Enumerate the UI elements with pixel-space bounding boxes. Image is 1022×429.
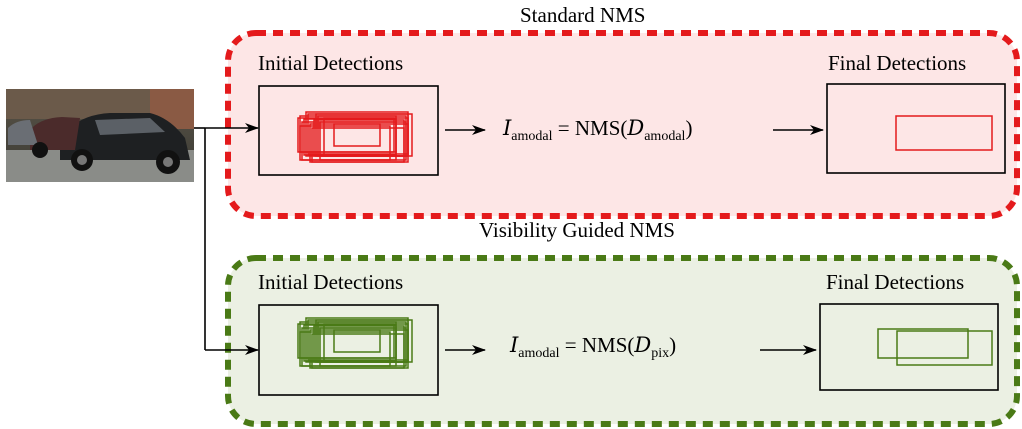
visibility-initial-boxes (297, 317, 413, 369)
formula-lhs: I (510, 333, 519, 357)
detection-box (311, 127, 405, 163)
formula-arg: D (627, 116, 645, 140)
formula-fn: NMS( (581, 333, 635, 357)
formula-eq: = (557, 116, 570, 140)
formula-arg-sub: pix (651, 346, 670, 361)
standard-nms-title: Standard NMS (520, 3, 646, 27)
visibility-final-box-b (896, 330, 993, 366)
standard-final-box (895, 115, 993, 151)
standard-initial-detections-box (258, 85, 439, 176)
formula-lhs-sub: amodal (518, 346, 560, 361)
input-connectors (194, 123, 259, 355)
standard-nms-panel (225, 30, 1020, 219)
visibility-formula: Iamodal = NMS(Dpix) (510, 333, 676, 362)
standard-final-detections-box (826, 83, 1006, 174)
standard-initial-label: Initial Detections (258, 51, 404, 75)
formula-fn: NMS( (574, 116, 628, 140)
standard-final-label: Final Detections (828, 51, 967, 75)
formula-lhs-sub: amodal (511, 129, 553, 144)
visibility-final-label: Final Detections (826, 270, 965, 294)
visibility-final-box-a (877, 328, 969, 359)
street-cars-photo (6, 89, 194, 182)
standard-initial-boxes (297, 111, 413, 163)
detection-box (333, 123, 381, 147)
visibility-initial-label: Initial Detections (258, 270, 404, 294)
detection-box (299, 125, 391, 161)
visibility-final-detections-box (819, 303, 999, 391)
detection-box (323, 323, 409, 363)
formula-close: ) (685, 116, 693, 140)
standard-formula: Iamodal = NMS(Damodal) (503, 116, 692, 145)
formula-lhs: I (503, 116, 512, 140)
visibility-nms-title: Visibility Guided NMS (479, 218, 675, 242)
detection-box (311, 333, 405, 369)
formula-close: ) (669, 333, 677, 357)
detection-box (333, 329, 381, 353)
formula-arg: D (634, 333, 652, 357)
visibility-initial-detections-box (258, 304, 439, 396)
formula-arg-sub: amodal (644, 129, 686, 144)
detection-box (299, 331, 391, 367)
formula-eq: = (564, 333, 577, 357)
detection-box (323, 117, 409, 157)
